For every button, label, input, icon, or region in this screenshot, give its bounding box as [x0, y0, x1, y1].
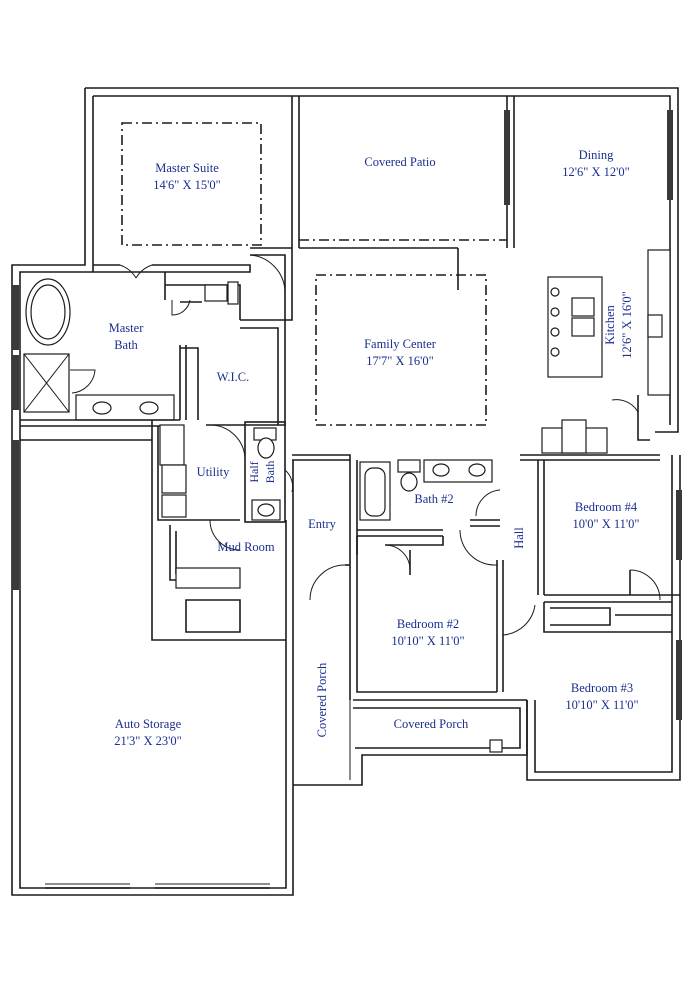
kitchen-dims: 12'6" X 16'0" — [620, 291, 634, 359]
bedroom-2-room: Bedroom #2 10'10" X 11'0" — [391, 617, 464, 648]
master-suite-label: Master Suite — [155, 161, 219, 175]
bedroom-3-label: Bedroom #3 — [571, 681, 633, 695]
kitchen-room: Kitchen 12'6" X 16'0" — [520, 249, 671, 461]
master-bath-label-2: Bath — [114, 338, 138, 352]
entry-label: Entry — [308, 517, 337, 531]
utility-room: Utility — [151, 420, 286, 641]
family-center-dims: 17'7" X 16'0" — [366, 354, 434, 368]
bedroom-3-room: Bedroom #3 10'10" X 11'0" — [565, 640, 682, 720]
hall-area: Hall — [459, 460, 545, 692]
half-bath-label-2: Bath — [263, 461, 277, 484]
entry-area: Entry — [285, 460, 350, 605]
master-suite-room: Master Suite 14'6" X 15'0" — [93, 122, 293, 321]
dining-dims: 12'6" X 12'0" — [562, 165, 630, 179]
covered-porch-side-label: Covered Porch — [315, 662, 329, 737]
auto-storage-room: Auto Storage 21'3" X 23'0" — [12, 439, 270, 889]
bedroom-4-dims: 10'0" X 11'0" — [572, 517, 639, 531]
covered-porch-side-area: Covered Porch — [315, 610, 351, 780]
bedroom-3-dims: 10'10" X 11'0" — [565, 698, 638, 712]
bedroom-4-label: Bedroom #4 — [575, 500, 638, 514]
mud-room-area: Mud Room — [169, 519, 275, 633]
bath-2-label: Bath #2 — [414, 492, 453, 506]
bedroom-2-label: Bedroom #2 — [397, 617, 459, 631]
wic-label: W.I.C. — [217, 370, 250, 384]
covered-porch-front-label: Covered Porch — [394, 717, 469, 731]
auto-storage-label: Auto Storage — [115, 717, 182, 731]
auto-storage-dims: 21'3" X 23'0" — [114, 734, 182, 748]
half-bath-room: Half Bath — [244, 421, 294, 523]
mud-room-label: Mud Room — [217, 540, 275, 554]
covered-porch-front-area: Covered Porch — [394, 717, 503, 753]
family-center-room: Family Center 17'7" X 16'0" — [292, 274, 487, 461]
exterior-walls — [11, 87, 681, 896]
bedroom-closets — [356, 536, 672, 633]
kitchen-label: Kitchen — [603, 304, 617, 344]
hall-label: Hall — [512, 527, 526, 549]
family-center-label: Family Center — [364, 337, 437, 351]
bedroom-2-dims: 10'10" X 11'0" — [391, 634, 464, 648]
utility-label: Utility — [197, 465, 230, 479]
bath-2-room: Bath #2 — [349, 459, 501, 537]
master-suite-dims: 14'6" X 15'0" — [153, 178, 221, 192]
walk-in-closet-room: W.I.C. — [179, 319, 286, 426]
water-closet — [164, 272, 241, 320]
dining-label: Dining — [579, 148, 614, 162]
master-bath-label-1: Master — [109, 321, 145, 335]
dining-room: Dining 12'6" X 12'0" — [504, 110, 673, 205]
covered-patio-area: Covered Patio — [299, 155, 507, 290]
half-bath-label-1: Half — [247, 461, 261, 482]
covered-patio-label: Covered Patio — [364, 155, 435, 169]
master-bath-room: Master Bath — [12, 278, 180, 427]
bedroom-4-room: Bedroom #4 10'0" X 11'0" — [544, 490, 682, 603]
